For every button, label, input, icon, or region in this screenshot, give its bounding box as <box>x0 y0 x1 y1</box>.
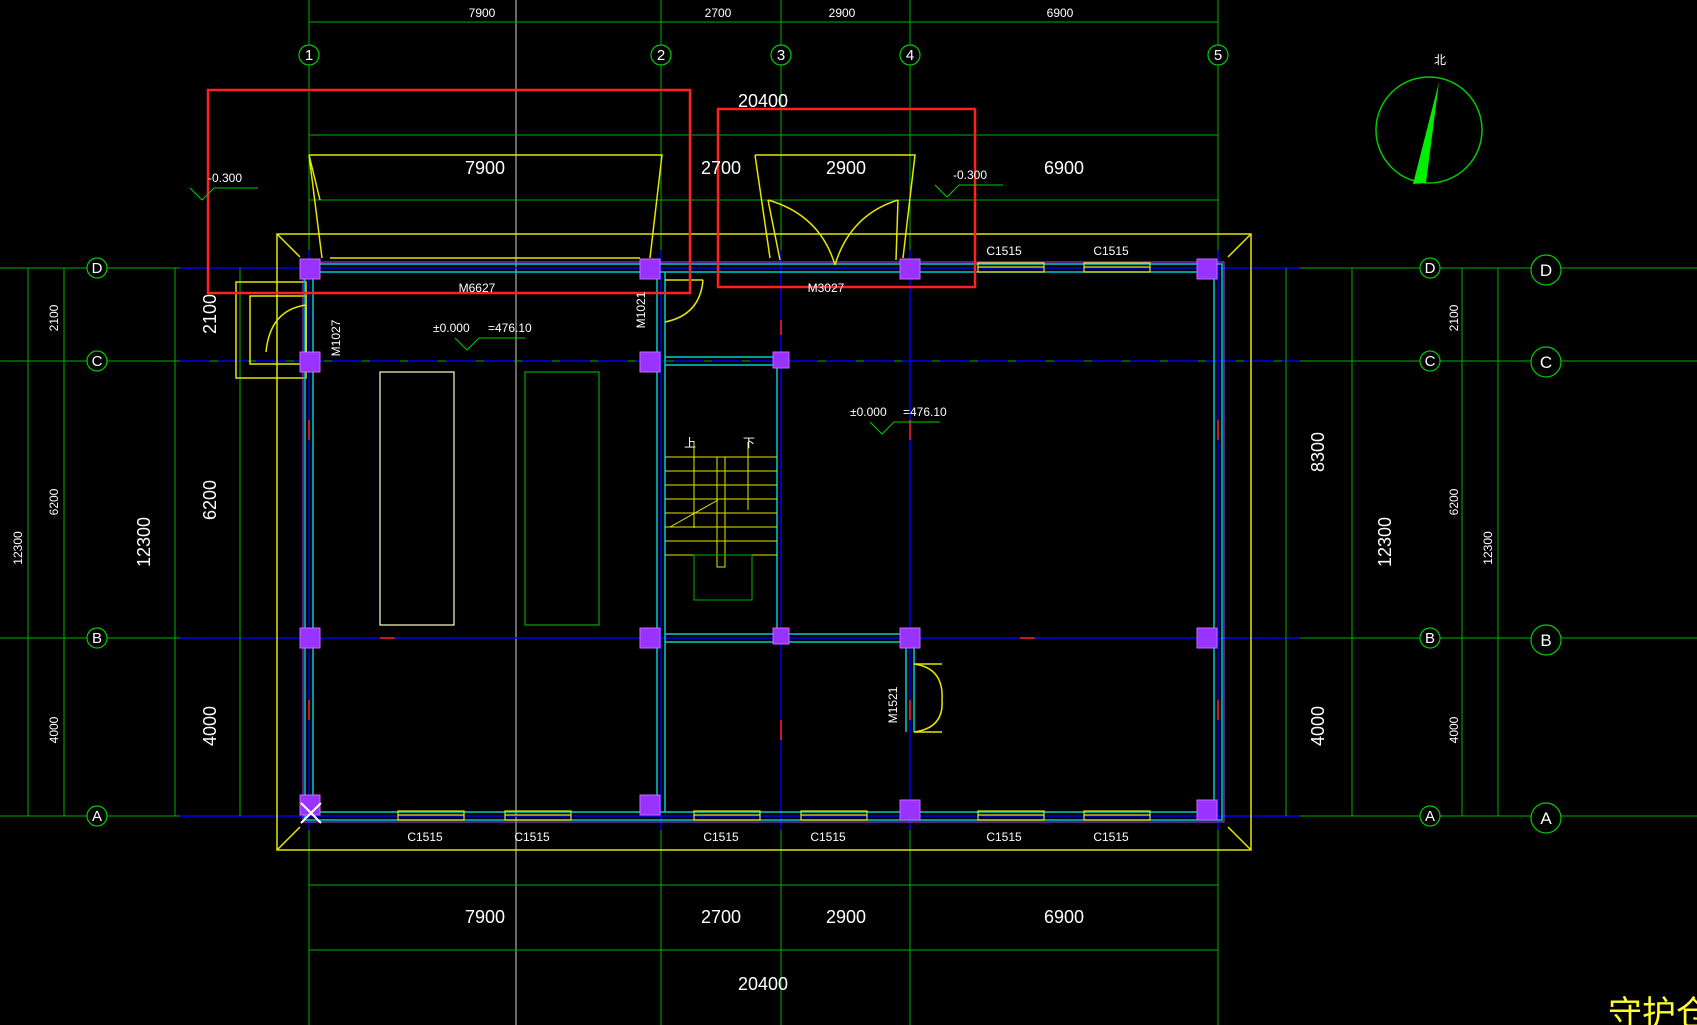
right-row-2: 4000 <box>1308 706 1328 746</box>
axis-label-C-far: C <box>1540 353 1552 372</box>
axis-label-D-right: D <box>1425 260 1436 277</box>
window-label-bottom-5: C1515 <box>986 830 1022 844</box>
door-label-M6627: M6627 <box>459 281 496 295</box>
top-total-dim: 20400 <box>738 91 788 111</box>
top-dim-1: 7900 <box>465 158 505 178</box>
axis-label-2: 2 <box>657 47 665 64</box>
elevation-marks <box>189 184 1003 435</box>
window-label-top-2: C1515 <box>1093 244 1129 258</box>
bottom-dim-4: 6900 <box>1044 907 1084 927</box>
top-dim-3: 2900 <box>826 158 866 178</box>
left-row-3: 4000 <box>200 706 220 746</box>
staircase <box>665 442 777 568</box>
axis-label-B-far: B <box>1540 631 1551 650</box>
axis-label-1: 1 <box>305 47 313 64</box>
left-small-row-1: 2100 <box>47 304 61 331</box>
walls <box>304 263 1223 821</box>
axis-label-A-left: A <box>92 808 102 825</box>
highlight-box-right <box>716 107 977 289</box>
highlight-box-left <box>206 88 692 295</box>
bottom-dim-3: 2900 <box>826 907 866 927</box>
axis-label-C-left: C <box>92 353 103 370</box>
top-dimension-lines <box>309 21 1218 951</box>
ucs-marker-icon <box>300 802 322 824</box>
top-small-dim-4: 6900 <box>1047 6 1074 20</box>
axis-dash-marks <box>308 320 1219 740</box>
equipment-green <box>524 371 600 626</box>
left-total-dim: 12300 <box>134 517 154 567</box>
bottom-dim-1: 7900 <box>465 907 505 927</box>
axis-label-3: 3 <box>777 47 785 64</box>
right-total-dim: 12300 <box>1375 517 1395 567</box>
floor-elev-2: ±0.000 <box>850 405 887 419</box>
axis-label-D-left: D <box>92 260 103 277</box>
door-label-M1021: M1021 <box>634 291 648 328</box>
door-label-M1027: M1027 <box>329 319 343 356</box>
stair-pit <box>693 554 753 601</box>
window-label-bottom-4: C1515 <box>810 830 846 844</box>
left-row-1: 2100 <box>200 294 220 334</box>
top-dim-2: 2700 <box>701 158 741 178</box>
right-small-row-3: 4000 <box>1447 716 1461 743</box>
window-label-bottom-3: C1515 <box>703 830 739 844</box>
stair-up-label: 上 <box>684 436 696 450</box>
north-label: 北 <box>1434 53 1446 67</box>
stair-down-label: 下 <box>743 436 755 450</box>
windows <box>397 262 1151 821</box>
axis-label-4: 4 <box>906 47 914 64</box>
watermark-text: 守护仓 <box>1608 995 1697 1025</box>
floor-abs-2: =476.10 <box>903 405 947 419</box>
top-small-dim-2: 2700 <box>705 6 732 20</box>
window-label-bottom-1: C1515 <box>407 830 443 844</box>
window-label-bottom-6: C1515 <box>1093 830 1129 844</box>
axis-bubbles-top <box>298 44 1229 66</box>
left-small-total: 12300 <box>11 531 25 565</box>
window-label-top-1: C1515 <box>986 244 1022 258</box>
columns <box>299 258 1218 821</box>
doors <box>265 154 943 733</box>
window-label-bottom-2: C1515 <box>514 830 550 844</box>
door-label-M3027: M3027 <box>808 281 845 295</box>
axis-label-B-left: B <box>92 630 102 647</box>
left-small-row-3: 4000 <box>47 716 61 743</box>
axis-bubbles-left <box>86 257 108 827</box>
door-label-M1521: M1521 <box>886 686 900 723</box>
bottom-dim-2: 2700 <box>701 907 741 927</box>
axis-label-D-far: D <box>1540 261 1552 280</box>
axis-label-C-right: C <box>1425 353 1436 370</box>
top-dim-4: 6900 <box>1044 158 1084 178</box>
left-row-2: 6200 <box>200 480 220 520</box>
building-outline <box>235 233 1252 851</box>
side-dimension-lines <box>27 268 1499 816</box>
floor-abs-1: =476.10 <box>488 321 532 335</box>
ext-elev-left: -0.300 <box>208 171 242 185</box>
top-small-dim-1: 7900 <box>469 6 496 20</box>
right-small-total: 12300 <box>1481 531 1495 565</box>
north-arrow <box>1375 76 1483 184</box>
ext-elev-right: -0.300 <box>953 168 987 182</box>
top-small-dim-3: 2900 <box>829 6 856 20</box>
wall-finish-line <box>302 261 1225 823</box>
floor-elev-1: ±0.000 <box>433 321 470 335</box>
axis-label-A-far: A <box>1540 809 1552 828</box>
right-row-1: 8300 <box>1308 432 1328 472</box>
equipment-white <box>379 371 455 626</box>
right-small-row-1: 2100 <box>1447 304 1461 331</box>
bottom-total-dim: 20400 <box>738 974 788 994</box>
right-small-row-2: 6200 <box>1447 488 1461 515</box>
axis-label-5: 5 <box>1214 47 1222 64</box>
left-small-row-2: 6200 <box>47 488 61 515</box>
axis-bubbles-right <box>1419 254 1562 834</box>
axis-label-A-right: A <box>1425 808 1435 825</box>
axis-label-B-right: B <box>1425 630 1435 647</box>
